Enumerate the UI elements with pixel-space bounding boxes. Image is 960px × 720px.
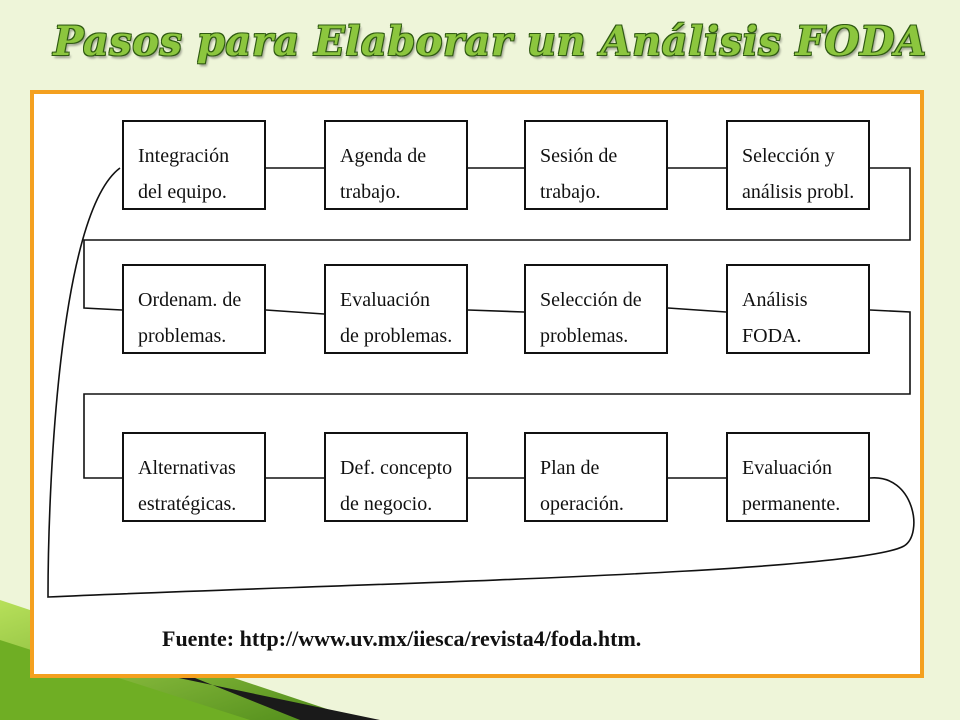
connector-4-5 bbox=[83, 167, 911, 311]
connector-8-9 bbox=[83, 309, 911, 479]
source-label: Fuente: bbox=[162, 626, 235, 651]
flow-connectors bbox=[47, 167, 915, 598]
connector-5-6 bbox=[265, 309, 325, 315]
connector-7-8 bbox=[667, 307, 727, 313]
slide-title: Pasos para Elaborar un Análisis FODA bbox=[53, 18, 927, 65]
connector-6-7 bbox=[467, 309, 525, 313]
source-citation: Fuente: http://www.uv.mx/iiesca/revista4… bbox=[162, 626, 641, 652]
feedback-loop-connector bbox=[47, 167, 915, 598]
source-url: http://www.uv.mx/iiesca/revista4/foda.ht… bbox=[239, 626, 642, 651]
